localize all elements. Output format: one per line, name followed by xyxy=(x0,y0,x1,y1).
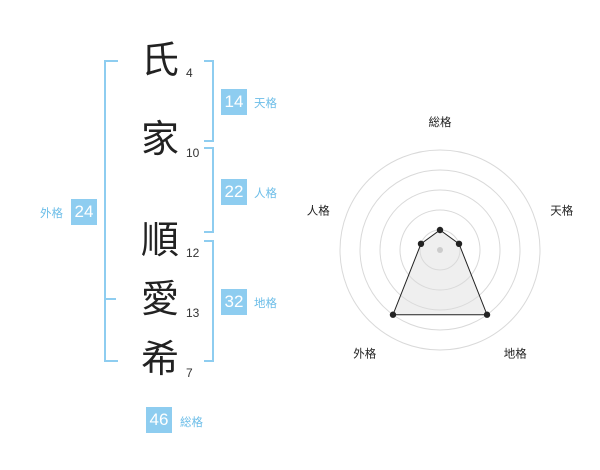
radar-axis-label-4: 外格 xyxy=(353,347,376,361)
radar-axis-label-3: 地格 xyxy=(504,347,527,361)
radar-center-dot xyxy=(437,247,443,253)
stroke-count-4: 13 xyxy=(186,306,200,320)
radar-axis-label-2: 天格 xyxy=(550,203,573,217)
soukaku-label: 総格 xyxy=(180,415,203,429)
tenkaku-badge: 14 xyxy=(221,89,247,115)
gaikaku-divider xyxy=(104,298,116,300)
radar-point-3 xyxy=(483,311,491,318)
chikaku-label: 地格 xyxy=(254,296,277,310)
gaikaku-label: 外格 xyxy=(40,206,63,220)
tenkaku-bracket xyxy=(204,60,214,142)
stroke-count-1: 4 xyxy=(186,66,193,80)
name-char-2: 家 xyxy=(140,117,179,161)
radar-axis-label-5: 人格 xyxy=(307,203,330,217)
name-char-5: 希 xyxy=(140,337,179,381)
radar-axis-label-1: 総格 xyxy=(429,115,452,129)
jinkaku-badge: 22 xyxy=(221,179,247,205)
radar-area xyxy=(392,229,488,316)
name-char-3: 順 xyxy=(140,218,179,262)
stroke-count-2: 10 xyxy=(186,146,200,160)
gaikaku-badge: 24 xyxy=(71,199,97,225)
radar-point-2 xyxy=(455,240,463,248)
chikaku-bracket xyxy=(204,240,214,362)
gaikaku-bracket xyxy=(104,60,118,362)
jinkaku-label: 人格 xyxy=(254,186,277,200)
stroke-count-3: 12 xyxy=(186,246,200,260)
name-char-1: 氏 xyxy=(140,38,179,82)
stroke-count-5: 7 xyxy=(186,366,193,380)
radar-point-5 xyxy=(417,240,425,248)
tenkaku-label: 天格 xyxy=(254,96,277,110)
radar-point-4 xyxy=(389,311,397,318)
soukaku-badge: 46 xyxy=(146,407,172,433)
name-char-4: 愛 xyxy=(140,277,179,321)
chikaku-badge: 32 xyxy=(221,289,247,315)
jinkaku-bracket xyxy=(204,147,214,233)
radar-point-1 xyxy=(436,226,444,234)
